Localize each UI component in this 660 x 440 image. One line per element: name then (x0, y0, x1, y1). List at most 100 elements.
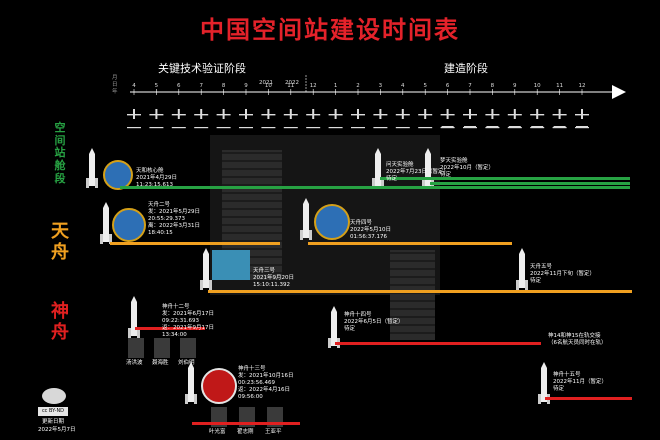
tz3-emblem-icon (212, 250, 250, 280)
station-config-icon (194, 127, 209, 129)
station-wing-icon (441, 126, 454, 128)
bar-mengtian (430, 182, 630, 185)
axis-tick-label: 12 (579, 83, 586, 89)
station-module-icon (469, 109, 471, 119)
station-wing-icon (576, 126, 588, 128)
station-module-icon (536, 109, 539, 119)
station-config-icon (328, 127, 343, 129)
station-config-icon (485, 127, 500, 129)
axis-tick-label: 3 (379, 83, 383, 89)
station-module-icon (446, 109, 449, 119)
event-tz5: 天舟五号 2022年11月下旬（暂定） 待定 (530, 264, 595, 284)
station-module-icon (357, 109, 359, 119)
station-config-icon (575, 127, 589, 129)
station-wing-icon (508, 126, 521, 128)
station-module-icon (155, 109, 158, 119)
axis-arrow-icon (612, 85, 626, 99)
tz4-emblem-icon (314, 204, 350, 240)
side-label-shenzhou: 神 舟 (51, 301, 69, 343)
station-config-icon (463, 127, 477, 129)
station-module-icon (401, 109, 404, 119)
tz2-emblem-icon (112, 208, 146, 242)
station-wing-icon (531, 126, 544, 128)
axis-tick-label: 5 (155, 83, 159, 89)
station-wing-icon (553, 126, 566, 128)
crew-photo-sz12-3 (180, 338, 196, 358)
station-module-icon (424, 109, 427, 119)
solar-panel-right (390, 250, 435, 340)
event-tz3: 天舟三号 2021年9月20日 15:10:11.392 (253, 268, 294, 288)
crew-sz12-name-1: 刘伯明 (178, 360, 195, 366)
station-module-icon (200, 109, 203, 119)
event-sz15: 神舟十五号 2022年11月（暂定） 待定 (553, 372, 607, 392)
crew-sz12-name-0: 聂海胜 (152, 360, 169, 366)
update-date: 2022年5月7日 (38, 427, 76, 433)
event-sz15-handover: 神14和神15在轨交接 （6名航天员同时在轨） (548, 333, 607, 346)
event-sz12: 神舟十二号 发：2021年6月17日 09:22:31.693 返：2021年9… (162, 304, 214, 338)
station-module-icon (558, 109, 561, 119)
station-config-icon (351, 127, 365, 129)
event-mengtian: 梦天实验舱 2022年10月（暂定） 待定 (440, 158, 494, 178)
station-module-icon (491, 109, 494, 119)
station-config-icon (552, 127, 567, 129)
event-sz13: 神舟十三号 发：2021年10月16日 00:23:56.469 返：2022年… (238, 366, 294, 400)
station-config-icon (216, 127, 231, 129)
station-config-icon (283, 127, 298, 129)
station-module-icon (581, 109, 583, 119)
axis-label-year: 年 (112, 89, 118, 95)
crew-sz13-name-0: 翟志刚 (237, 429, 254, 435)
crew-photo-sz12-1 (128, 338, 144, 358)
bar-tz4 (308, 242, 512, 245)
rocket-icon-tz2 (100, 202, 112, 250)
station-module-icon (245, 109, 247, 119)
station-module-icon (379, 109, 382, 119)
event-sz14: 神舟十四号 2022年6月5日（暂定） 待定 (344, 312, 404, 332)
crew-sz12-name-2: 汤洪波 (126, 360, 143, 366)
station-config-icon (171, 127, 186, 129)
station-config-icon (149, 127, 164, 129)
station-config-icon (239, 127, 253, 129)
station-module-icon (334, 109, 337, 119)
bar-sz13 (192, 422, 300, 425)
crew-photo-sz12-2 (154, 338, 170, 358)
bar-tz3 (208, 290, 632, 293)
event-tz2: 天舟二号 发：2021年5月29日 20:55:29.373 离：2022年3月… (148, 202, 200, 236)
bar-sz12 (135, 327, 205, 330)
station-wing-icon (464, 126, 476, 128)
rocket-icon-tz4 (300, 198, 312, 246)
bar-sz15 (545, 397, 632, 400)
station-module-icon (222, 109, 225, 119)
station-config-icon (418, 127, 433, 129)
axis-tick-label: 11 (287, 83, 294, 89)
rocket-icon-wentian (372, 148, 384, 194)
rocket-icon-tianhe (86, 148, 98, 194)
crew-sz13-name-1: 王亚平 (265, 429, 282, 435)
rocket-icon-sz12 (128, 296, 140, 344)
station-module-icon (513, 109, 516, 119)
year-2021: 2021 (259, 80, 273, 86)
station-config-icon (440, 127, 455, 129)
station-config-icon (261, 127, 276, 129)
event-tz4: 天舟四号 2022年5月10日 01:56:37.176 (350, 220, 391, 240)
side-label-tianzhou: 天 舟 (51, 221, 69, 263)
station-config-icon (306, 127, 321, 129)
side-label-station: 空 间 站 舱 段 (54, 121, 66, 185)
cc-license-badge: cc BY-ND (38, 407, 68, 416)
station-config-icon (373, 127, 388, 129)
axis-tick-label: 4 (132, 83, 136, 89)
bar-sz14 (335, 342, 541, 345)
axis-tick-label: 8 (491, 83, 495, 89)
station-module-icon (177, 109, 180, 119)
axis-tick-label: 8 (222, 83, 226, 89)
bar-tz2 (110, 242, 280, 245)
event-tianhe: 天和核心舱 2021年4月29日 11:23:15.613 (136, 168, 177, 188)
axis-tick-label: 2 (356, 83, 360, 89)
axis-label-month: 月 (112, 75, 118, 81)
axis-tick-label: 12 (310, 83, 317, 89)
station-config-icon (507, 127, 522, 129)
axis-tick-label: 7 (199, 83, 203, 89)
axis-tick-label: 10 (534, 83, 541, 89)
axis-label-day: 日 (112, 82, 118, 88)
tianhe-emblem-icon (103, 160, 133, 190)
